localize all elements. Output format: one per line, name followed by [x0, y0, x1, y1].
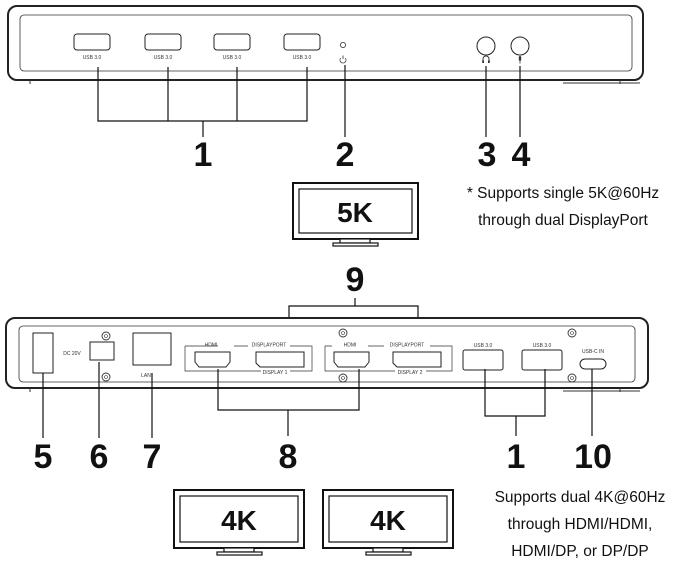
note-4k-line3: HDMI/DP, or DP/DP — [511, 543, 649, 560]
display-name: DISPLAY 1 — [263, 370, 288, 376]
hdmi-label: HDMI — [205, 343, 218, 349]
power-icon — [339, 55, 347, 64]
front-usb-port-3: USB 3.0 — [213, 33, 251, 61]
usb-label: USB 3.0 — [293, 55, 312, 61]
note-5k-line2: through dual DisplayPort — [478, 212, 648, 229]
headphone-icon — [482, 55, 490, 63]
display-2-group: HDMI DISPLAYPORT DISPLAY 2 — [324, 343, 453, 376]
displayport-2 — [392, 351, 442, 368]
screw — [338, 373, 348, 383]
displayport-label: DISPLAYPORT — [390, 343, 425, 349]
front-usb-port-4: USB 3.0 — [283, 33, 321, 61]
screw — [567, 373, 577, 383]
monitor-5k: 5K — [292, 182, 419, 247]
hdmi-label: HDMI — [344, 343, 357, 349]
rear-panel: DC 20V LAN HDMI DISPLAYPORT DISPLAY 1 HD… — [5, 317, 649, 392]
callout-10: 10 — [574, 438, 612, 476]
note-5k-line1: * Supports single 5K@60Hz — [466, 185, 660, 202]
usb-label: USB 3.0 — [533, 343, 552, 349]
usbc-port — [579, 358, 607, 370]
led-indicator — [339, 42, 346, 49]
lan-port — [132, 332, 172, 366]
displayport-1 — [255, 351, 305, 368]
screw — [338, 328, 348, 338]
note-4k-line1: Supports dual 4K@60Hz — [494, 489, 666, 506]
callout-7: 7 — [143, 438, 162, 476]
dc-label: DC 20V — [63, 351, 81, 357]
screw — [101, 331, 111, 341]
hdmi-port-2 — [333, 351, 370, 368]
front-panel: USB 3.0 USB 3.0 USB 3.0 USB 3.0 — [7, 5, 644, 84]
monitor-label: 4K — [370, 505, 406, 536]
callout-6: 6 — [90, 438, 109, 476]
lan-label: LAN — [141, 373, 151, 379]
front-usb-port-2: USB 3.0 — [144, 33, 182, 61]
monitor-label: 4K — [221, 505, 257, 536]
callout-8: 8 — [279, 438, 298, 476]
callout-4: 4 — [512, 136, 531, 174]
audio-jack-headphone — [476, 36, 496, 56]
monitor-4k-1: 4K — [173, 489, 305, 556]
displayport-label: DISPLAYPORT — [252, 343, 287, 349]
display-name: DISPLAY 2 — [398, 370, 423, 376]
front-callout-lines — [97, 65, 521, 137]
note-4k-line2: through HDMI/HDMI, — [507, 516, 653, 533]
callout-1-rear: 1 — [507, 438, 526, 476]
display-1-group: HDMI DISPLAYPORT DISPLAY 1 — [184, 343, 313, 376]
hdmi-port-1 — [194, 351, 231, 368]
screw — [567, 328, 577, 338]
usb-label: USB 3.0 — [154, 55, 173, 61]
callout-2: 2 — [336, 136, 355, 174]
callout-5: 5 — [34, 438, 53, 476]
rear-usb-port-2: USB 3.0 — [521, 343, 563, 371]
kensington-lock-slot — [89, 341, 115, 361]
usb-label: USB 3.0 — [474, 343, 493, 349]
callout-3: 3 — [478, 136, 497, 174]
usb-label: USB 3.0 — [83, 55, 102, 61]
usbc-label: USB-C IN — [582, 349, 604, 355]
microphone-icon — [518, 56, 522, 64]
rear-usb-port-1: USB 3.0 — [462, 343, 504, 371]
monitor-4k-2: 4K — [322, 489, 454, 556]
callout-9: 9 — [346, 261, 365, 299]
power-jack — [32, 332, 54, 374]
note-4k: Supports dual 4K@60Hz through HDMI/HDMI,… — [470, 484, 690, 565]
audio-jack-mic — [510, 36, 530, 56]
rear-callout-lines — [42, 362, 593, 438]
front-usb-port-1: USB 3.0 — [73, 33, 111, 61]
usb-label: USB 3.0 — [223, 55, 242, 61]
note-5k: * Supports single 5K@60Hz through dual D… — [438, 180, 688, 234]
screw — [101, 372, 111, 382]
callout-1-front: 1 — [194, 136, 213, 174]
monitor-label: 5K — [337, 197, 373, 228]
